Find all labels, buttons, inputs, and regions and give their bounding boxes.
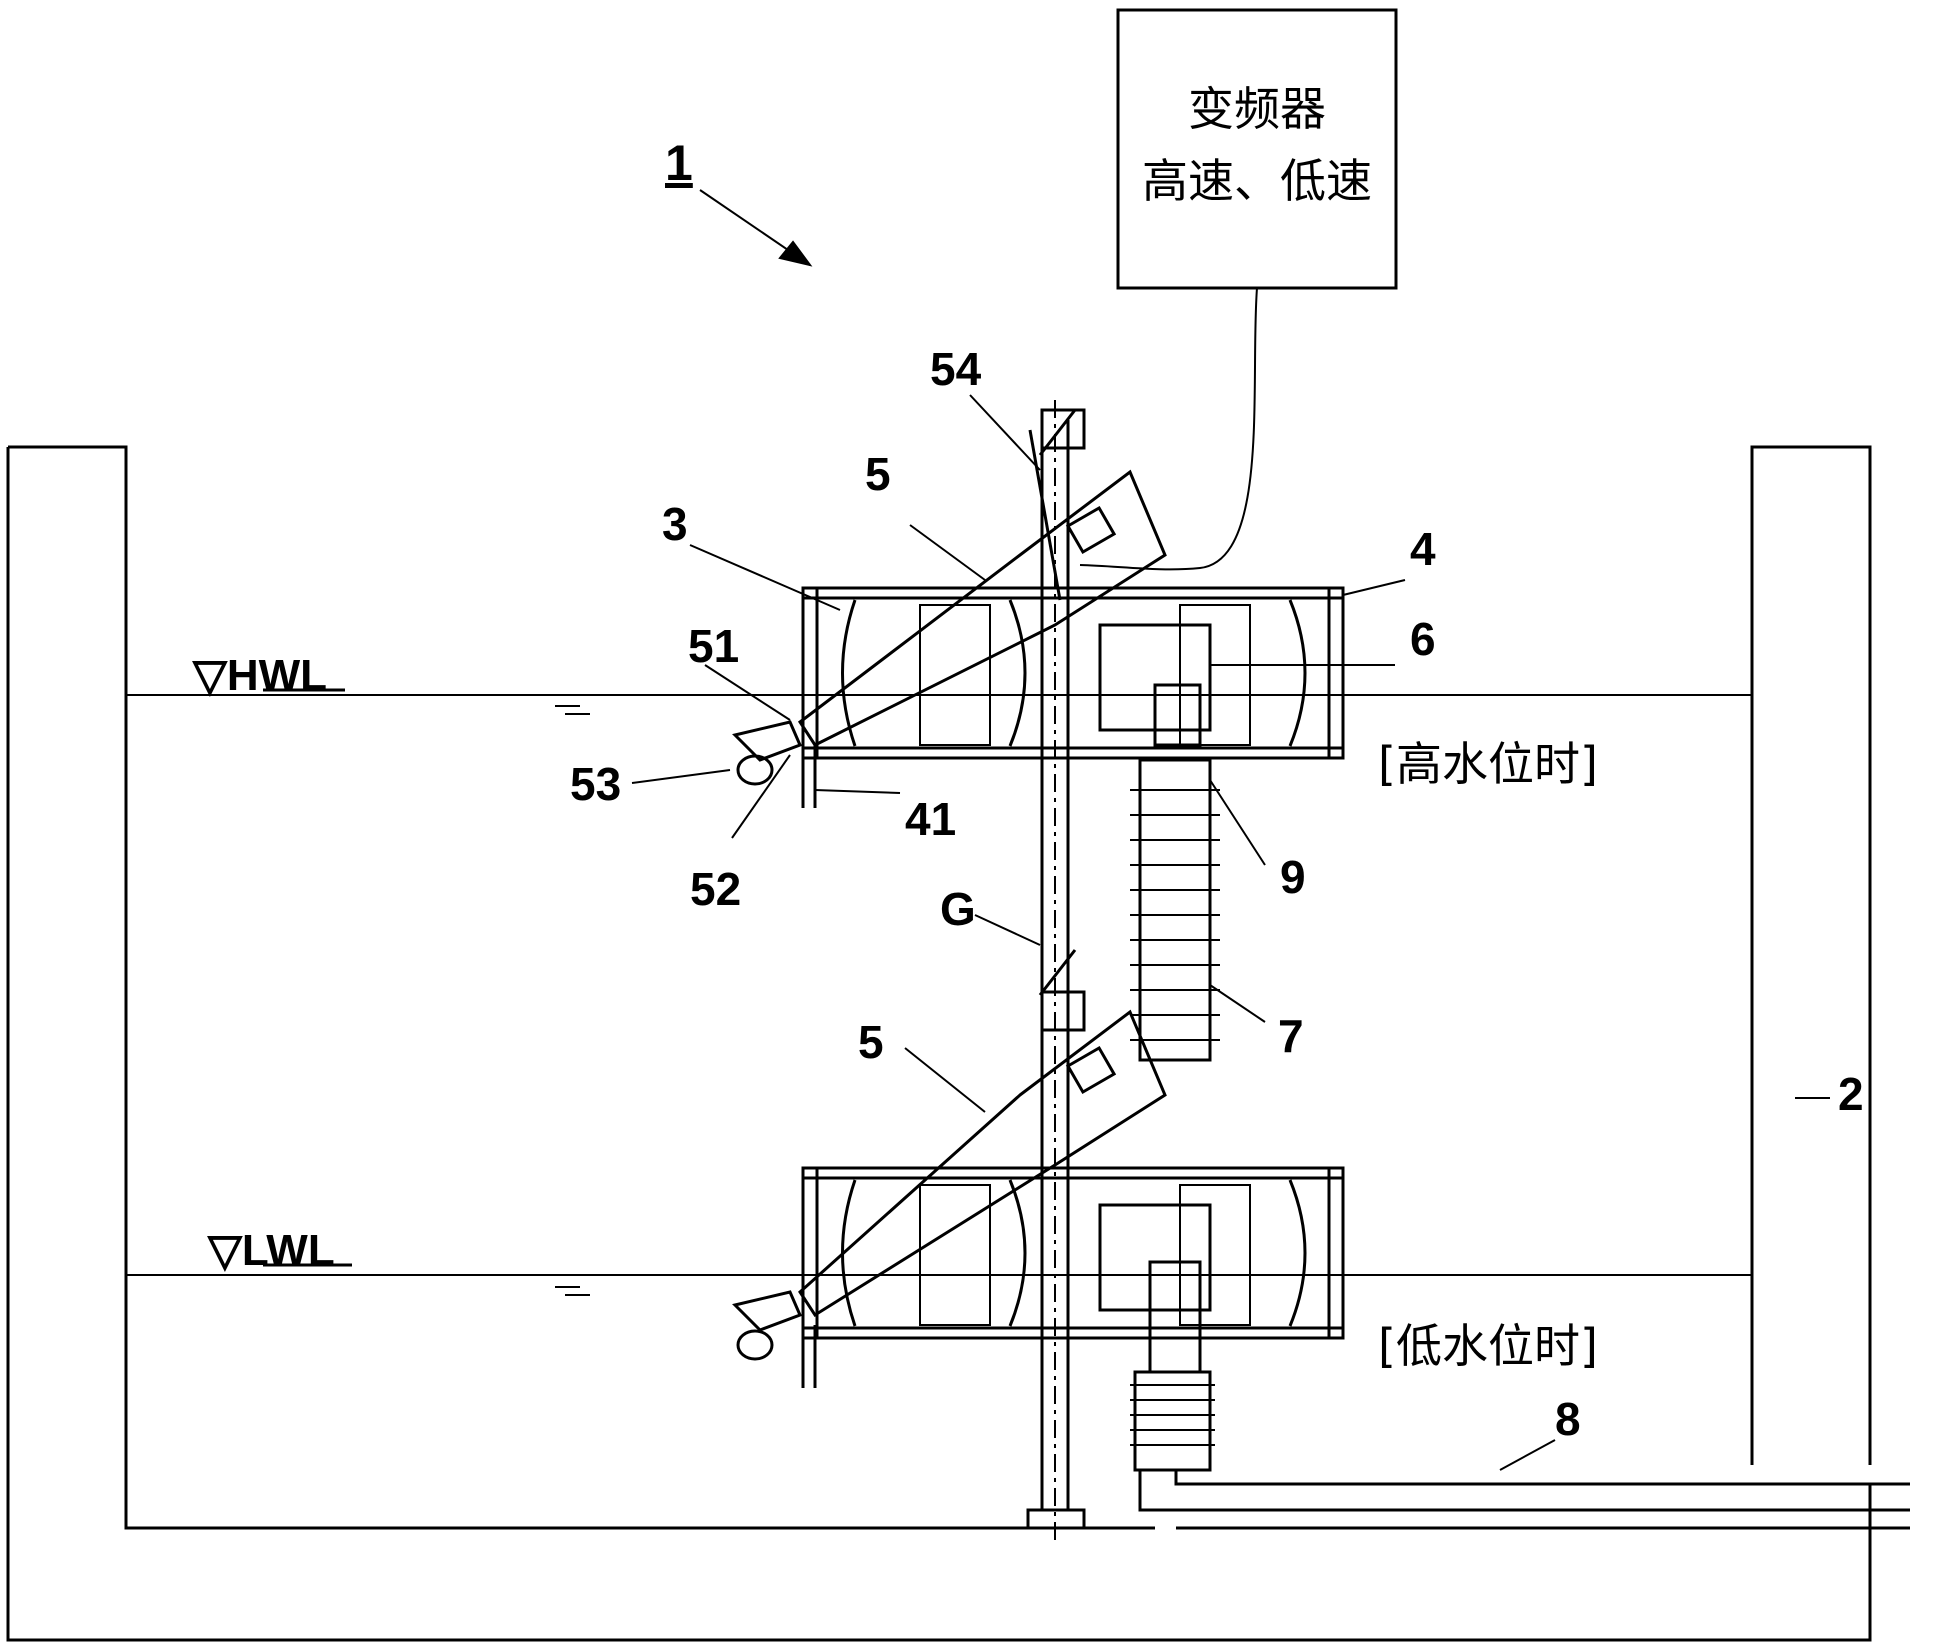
lwl-label: ▽LWL <box>207 1226 335 1275</box>
label-float-right: 4 <box>1410 523 1436 575</box>
label-float-left: 3 <box>662 498 688 550</box>
label-bracket: 41 <box>905 793 956 845</box>
label-joint: 9 <box>1280 851 1306 903</box>
hwl-label: ▽HWL <box>192 651 327 700</box>
label-top-pin: 54 <box>930 343 982 395</box>
label-guide: G <box>940 883 976 935</box>
bellows <box>1130 683 1220 1062</box>
upper-float-unit <box>732 408 1345 808</box>
leader-lines <box>631 189 1830 1471</box>
water-ripple-marks <box>555 705 590 1296</box>
label-apparatus: 1 <box>665 135 693 191</box>
low-water-state: [低水位时] <box>1378 1319 1598 1373</box>
label-pipe: 8 <box>1555 1393 1581 1445</box>
label-bellows: 7 <box>1278 1010 1304 1062</box>
power-cable <box>1079 287 1258 571</box>
high-water-state: [高水位时] <box>1378 737 1598 791</box>
label-arm-tip: 51 <box>688 620 739 672</box>
inverter-title: 变频器 <box>1188 82 1326 136</box>
tank <box>6 445 1910 1642</box>
inverter-speed: 高速、低速 <box>1142 154 1372 208</box>
lower-float-unit <box>732 949 1345 1388</box>
label-arm-upper: 5 <box>865 448 891 500</box>
inverter-box: 变频器 高速、低速 <box>1116 8 1398 290</box>
label-arm-lower: 5 <box>858 1016 884 1068</box>
label-tank: 2 <box>1838 1068 1864 1120</box>
outlet-pipe <box>1130 1370 1910 1512</box>
label-pivot: 52 <box>690 863 741 915</box>
label-clamp: 53 <box>570 758 621 810</box>
label-motor: 6 <box>1410 613 1436 665</box>
